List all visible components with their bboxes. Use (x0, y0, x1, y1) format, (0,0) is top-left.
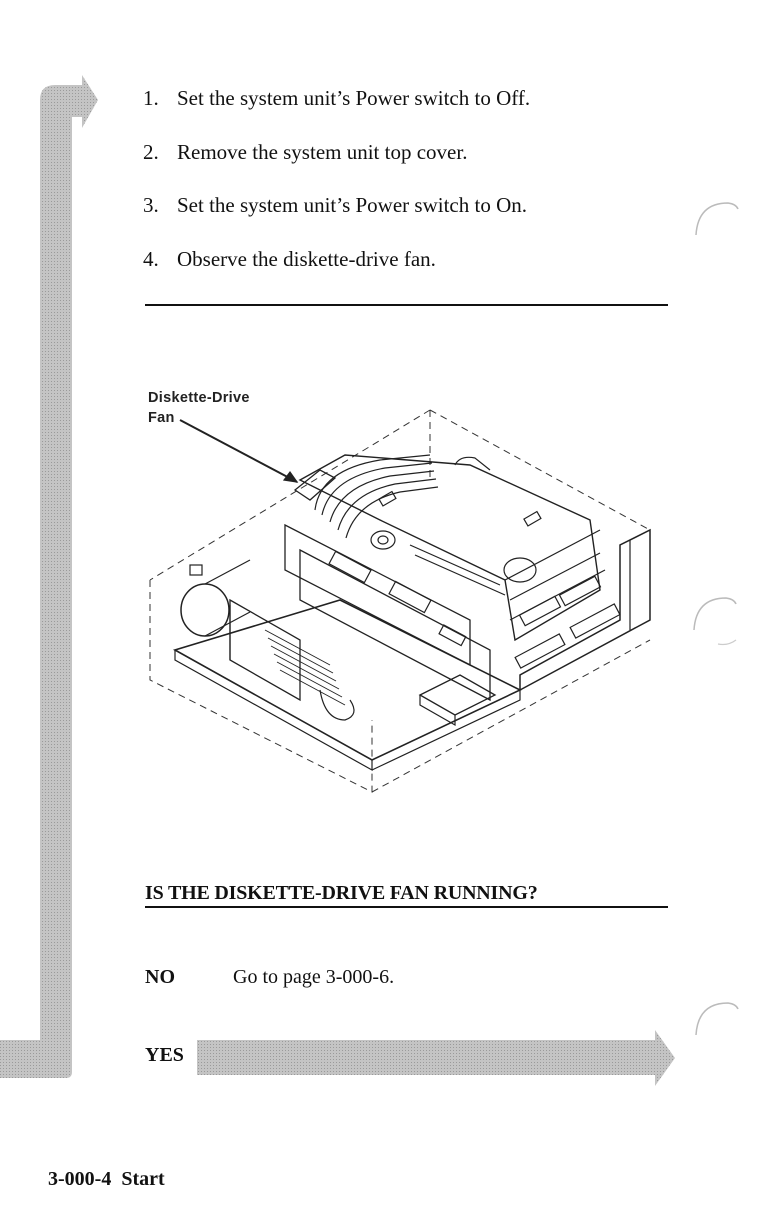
step-1: 1.Set the system unit’s Power switch to … (143, 86, 530, 140)
decision-question: IS THE DISKETTE-DRIVE FAN RUNNING? (145, 882, 538, 905)
section-divider (145, 304, 668, 306)
section-name: Start (121, 1168, 164, 1190)
step-number: 1. (143, 86, 177, 140)
step-number: 2. (143, 140, 177, 194)
step-2: 2.Remove the system unit top cover. (143, 140, 530, 194)
question-underline (145, 906, 668, 908)
step-text: Set the system unit’s Power switch to Of… (177, 86, 530, 140)
step-4: 4.Observe the diskette-drive fan. (143, 247, 530, 301)
page-number: 3-000-4 (48, 1168, 111, 1190)
binder-hole-icon (690, 195, 740, 245)
step-3: 3.Set the system unit’s Power switch to … (143, 193, 530, 247)
step-text: Set the system unit’s Power switch to On… (177, 193, 527, 247)
answer-no: NO Go to page 3-000-6. (145, 966, 394, 989)
step-number: 3. (143, 193, 177, 247)
procedure-steps: 1.Set the system unit’s Power switch to … (143, 86, 530, 300)
callout-arrow (180, 420, 297, 482)
system-unit-illustration (140, 385, 660, 805)
answer-no-key: NO (145, 966, 233, 989)
step-number: 4. (143, 247, 177, 301)
page-footer: 3-000-4 Start (48, 1168, 165, 1191)
answer-yes-key[interactable]: YES (145, 1044, 184, 1067)
step-text: Observe the diskette-drive fan. (177, 247, 436, 301)
binder-hole-icon (688, 590, 740, 650)
answer-no-text[interactable]: Go to page 3-000-6. (233, 966, 394, 989)
step-text: Remove the system unit top cover. (177, 140, 467, 194)
binder-hole-icon (690, 995, 740, 1045)
